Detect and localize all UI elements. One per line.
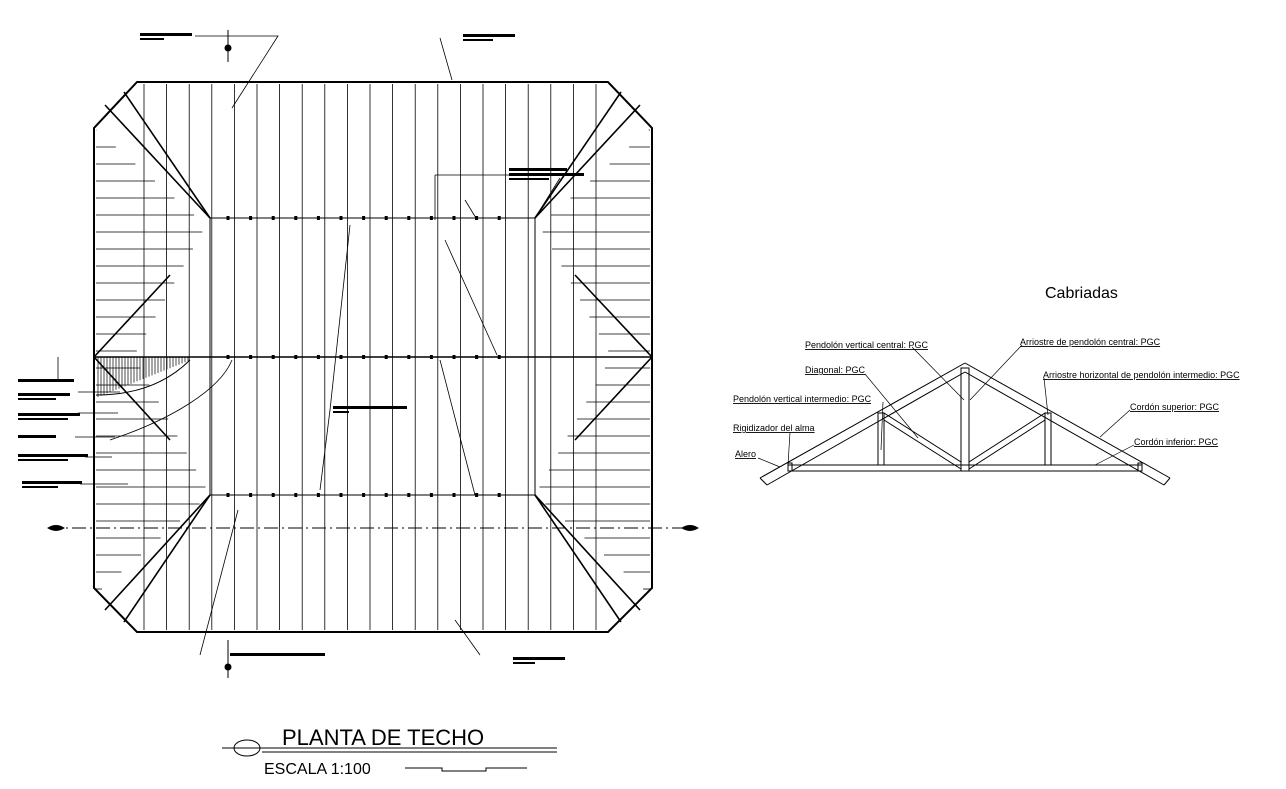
beam-mark [294, 216, 298, 220]
redacted-note [18, 435, 56, 438]
beam-mark [226, 355, 230, 359]
beam-mark [271, 355, 275, 359]
beam-mark [226, 493, 230, 497]
diagonal-left [883, 412, 962, 470]
section-marker-top [224, 30, 232, 62]
beam-mark [316, 216, 320, 220]
beam-mark [271, 493, 275, 497]
beam-mark [249, 216, 253, 220]
beam-mark [497, 216, 501, 220]
redacted-note [230, 653, 325, 656]
beam-mark [316, 355, 320, 359]
redacted-note [18, 413, 80, 416]
roof-plan [47, 30, 699, 678]
top-chord-left [759, 362, 966, 479]
beam-mark [339, 216, 343, 220]
beam-mark [362, 355, 366, 359]
top-chord-right [964, 362, 1171, 479]
axis-marker-right [681, 525, 699, 531]
redacted-note [18, 379, 74, 382]
redacted-annotations [18, 33, 584, 664]
rafters-group [143, 84, 597, 630]
beam-mark [407, 355, 411, 359]
beam-mark [475, 493, 479, 497]
leader-lines [57, 35, 561, 656]
beam-mark [384, 355, 388, 359]
detail-hatch [97, 357, 189, 397]
web-stiffener-right [1137, 462, 1143, 472]
roof-outline [93, 81, 653, 633]
redacted-note [509, 168, 567, 171]
beam-mark [452, 355, 456, 359]
beam-marks [226, 216, 501, 497]
label-alero: Alero [735, 449, 756, 459]
beam-mark [429, 493, 433, 497]
beam-mark [362, 216, 366, 220]
intermediate-post-left [877, 412, 885, 466]
beam-mark [249, 493, 253, 497]
label-diagonal: Diagonal: PGC [805, 365, 866, 375]
beam-mark [384, 493, 388, 497]
beam-mark [497, 355, 501, 359]
label-arriostre-horizontal: Arriostre horizontal de pendolón interme… [1043, 370, 1240, 380]
beam-mark [271, 216, 275, 220]
beam-mark [452, 216, 456, 220]
beam-mark [226, 216, 230, 220]
web-stiffener-left [787, 462, 793, 472]
plan-title: PLANTA DE TECHO [282, 725, 484, 750]
beam-mark [249, 355, 253, 359]
truss-leaders [757, 344, 1135, 468]
beam-mark [429, 216, 433, 220]
beam-mark [475, 355, 479, 359]
beam-mark [429, 355, 433, 359]
truss-drawing: Cabriadas [733, 285, 1240, 486]
beam-mark [339, 355, 343, 359]
beam-mark [294, 493, 298, 497]
scale-bar [405, 767, 527, 772]
redacted-note [140, 33, 192, 36]
label-pendolon-intermedio: Pendolón vertical intermedio: PGC [733, 394, 872, 404]
redacted-note [18, 454, 88, 457]
label-arriostre-central: Arriostre de pendolón central: PGC [1020, 337, 1161, 347]
beam-mark [407, 493, 411, 497]
axis-marker-left [47, 525, 65, 531]
label-rigidizador: Rigidizador del alma [733, 423, 815, 433]
plan-scale: ESCALA 1:100 [264, 761, 371, 778]
section-marker-bottom [224, 640, 232, 678]
beam-mark [316, 493, 320, 497]
beam-mark [384, 216, 388, 220]
beam-mark [339, 493, 343, 497]
redacted-note [463, 34, 515, 37]
plan-title-block: PLANTA DE TECHO ESCALA 1:100 [222, 725, 557, 778]
truss-labels: Pendolón vertical central: PGC Arriostre… [733, 337, 1240, 459]
redacted-note [18, 393, 70, 396]
detail-curve [95, 359, 191, 396]
truss-title: Cabriadas [1045, 285, 1118, 302]
beam-mark [294, 355, 298, 359]
label-cordon-inferior: Cordón inferior: PGC [1134, 437, 1219, 447]
beam-mark [362, 493, 366, 497]
redacted-note [513, 657, 565, 660]
redacted-note [22, 481, 82, 484]
detail-curve-2 [109, 359, 233, 441]
redacted-note [333, 406, 407, 409]
beam-mark [497, 493, 501, 497]
hip-slopes-group [96, 129, 650, 590]
central-king-post [960, 367, 970, 472]
diagonal-right [968, 412, 1046, 470]
beam-mark [452, 493, 456, 497]
label-pendolon-central: Pendolón vertical central: PGC [805, 340, 929, 350]
label-cordon-superior: Cordón superior: PGC [1130, 402, 1220, 412]
beam-mark [475, 216, 479, 220]
beam-mark [407, 216, 411, 220]
